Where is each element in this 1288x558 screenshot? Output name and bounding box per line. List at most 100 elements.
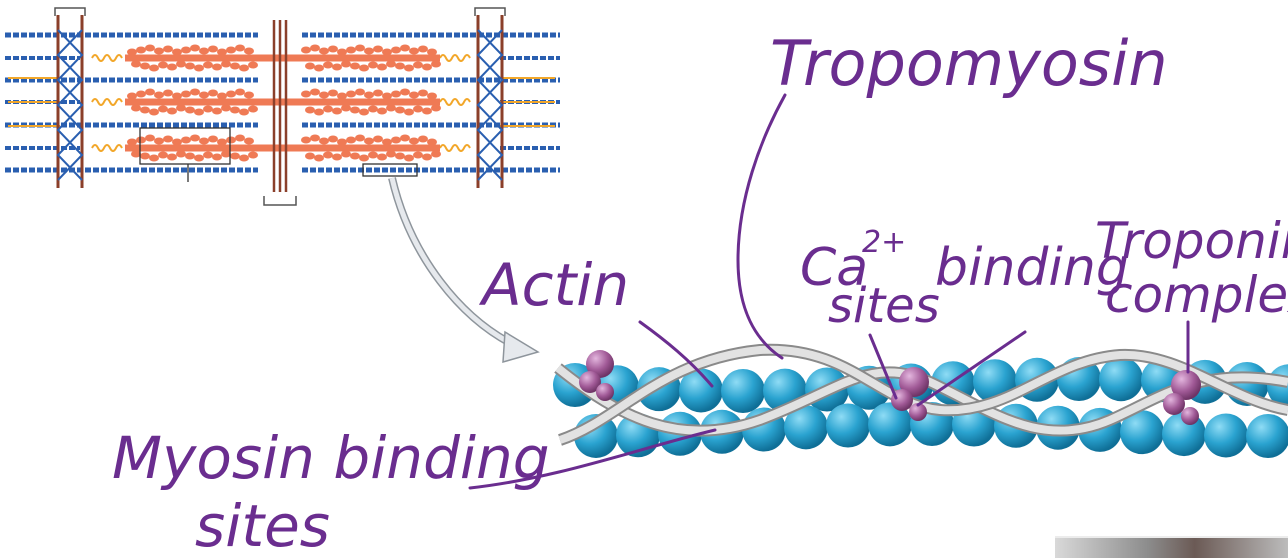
sarcomere-schematic (5, 7, 560, 206)
presenter-webcam-thumbnail (1055, 536, 1288, 558)
myosin-head (190, 44, 200, 52)
myosin-head (400, 88, 410, 96)
myosin-head (409, 137, 419, 145)
myosin-head (217, 48, 227, 56)
troponin-complex-2 (891, 367, 929, 421)
myosin-head (314, 108, 324, 116)
myosin-head (199, 91, 209, 99)
myosin-head (431, 60, 441, 68)
myosin-head (167, 107, 177, 115)
z-line-left (56, 15, 84, 188)
myosin-head (364, 91, 374, 99)
myosin-head (158, 61, 168, 69)
pointer-calcium-1 (868, 333, 898, 400)
actin-bead (721, 368, 765, 413)
myosin-head (413, 105, 423, 113)
myosin-head (203, 105, 213, 113)
myosin-head (404, 154, 414, 162)
label-myosin-binding: Myosin binding (112, 424, 550, 492)
myosin-head (140, 62, 150, 70)
troponin-complexes (579, 350, 1201, 425)
zoom-arrow-head (502, 330, 540, 364)
myosin-head (314, 64, 324, 72)
myosin-head (355, 44, 365, 52)
myosin-head (301, 46, 311, 54)
myosin-head (194, 64, 204, 72)
myosin-head (163, 135, 173, 143)
myosin-head (341, 60, 351, 68)
myosin-head (226, 136, 236, 144)
annotation-calcium: Ca 2+ binding sites (800, 225, 1129, 407)
myosin-head (131, 60, 141, 68)
myosin-head (427, 92, 437, 100)
myosin-head (328, 89, 338, 97)
myosin-head (127, 48, 137, 56)
myosin-head (373, 135, 383, 143)
myosin-head (145, 88, 155, 96)
bracket-left (54, 7, 86, 16)
myosin-head (391, 46, 401, 54)
titin-springs (8, 54, 555, 152)
myosin-head (431, 150, 441, 158)
pointer-calcium-2 (916, 330, 1027, 407)
myosin-head (359, 64, 369, 72)
myosin-head (199, 47, 209, 55)
myosin-head (431, 104, 441, 112)
myosin-head (145, 44, 155, 52)
myosin-head (185, 62, 195, 70)
myosin-head (382, 48, 392, 56)
myosin-head (404, 108, 414, 116)
myosin-head (301, 90, 311, 98)
label-tropomyosin: Tropomyosin (770, 27, 1168, 100)
myosin-head (212, 63, 222, 71)
myosin-head (332, 107, 342, 115)
myosin-head (203, 151, 213, 159)
myosin-head (212, 107, 222, 115)
myosin-head (350, 62, 360, 70)
myosin-head (400, 44, 410, 52)
myosin-head (427, 138, 437, 146)
myosin-head (413, 61, 423, 69)
label-calcium-binding: binding (935, 238, 1129, 298)
myosin-head (154, 47, 164, 55)
myosin-head (350, 152, 360, 160)
myosin-head (239, 64, 249, 72)
myosin-head (136, 136, 146, 144)
myosin-head (368, 105, 378, 113)
myosin-head (154, 137, 164, 145)
myosin-head (226, 90, 236, 98)
thin-filament-detail (553, 343, 1288, 458)
myosin-head (244, 91, 254, 99)
actin-bead (1204, 413, 1248, 458)
actin-bead (1246, 413, 1288, 458)
myosin-head (305, 106, 315, 114)
myosin-head (346, 46, 356, 54)
myosin-head (418, 135, 428, 143)
annotation-troponin: Troponin complex (1095, 212, 1288, 374)
myosin-head (230, 106, 240, 114)
myosin-head (217, 92, 227, 100)
myosin-head (163, 45, 173, 53)
myosin-head (158, 105, 168, 113)
myosin-head (230, 152, 240, 160)
thick-filaments (125, 44, 441, 162)
myosin-head (359, 108, 369, 116)
myosin-head (373, 89, 383, 97)
label-actin: Actin (478, 251, 629, 319)
annotation-actin: Actin (478, 251, 714, 388)
myosin-head (386, 104, 396, 112)
myosin-head (332, 63, 342, 71)
myosin-head (194, 154, 204, 162)
myosin-head (167, 63, 177, 71)
myosin-head (172, 92, 182, 100)
myosin-head (208, 89, 218, 97)
myosin-head (208, 135, 218, 143)
myosin-head (350, 106, 360, 114)
myosin-head (239, 154, 249, 162)
myosin-head (194, 108, 204, 116)
myosin-head (377, 153, 387, 161)
label-myosin-sites: sites (195, 492, 330, 556)
myosin-head (221, 60, 231, 68)
myosin-head (131, 150, 141, 158)
